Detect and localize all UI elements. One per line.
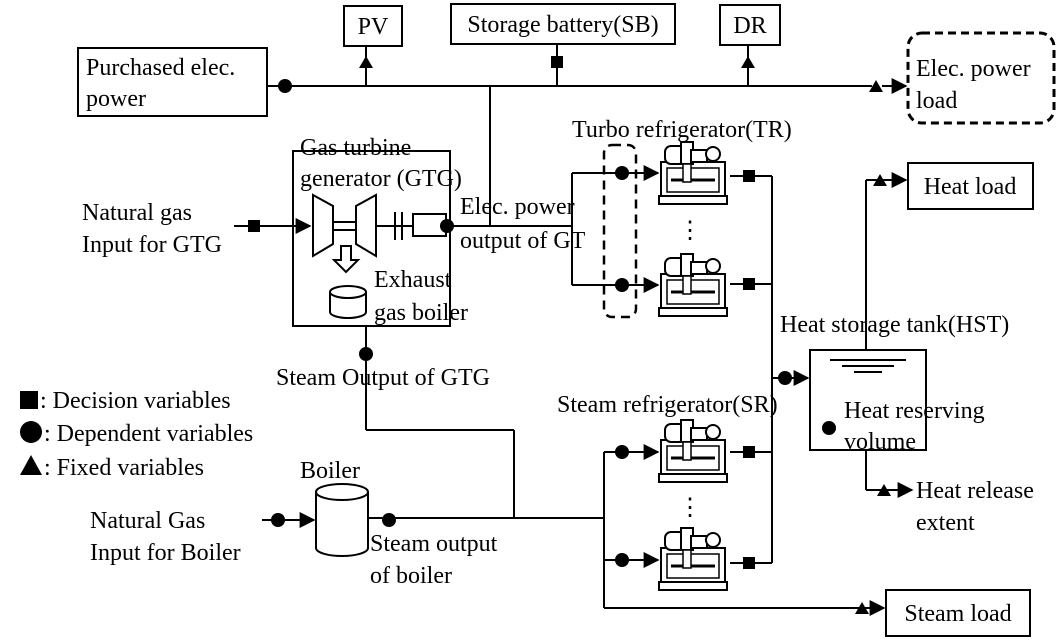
steam-gtg-dependent-marker bbox=[359, 347, 373, 361]
elec-output-label-line1: Elec. power bbox=[460, 194, 575, 220]
boiler-label: Boiler bbox=[300, 458, 360, 484]
ng-boiler-label-line1: Natural Gas bbox=[90, 508, 205, 534]
ng-gtg-label-line1: Natural gas bbox=[82, 200, 192, 226]
steam-load-fixed-marker bbox=[855, 602, 869, 614]
tr2-decision-marker bbox=[743, 278, 755, 290]
ng-gtg-decision-marker bbox=[248, 220, 260, 232]
gtg-label-line2: generator (GTG) bbox=[300, 166, 462, 192]
heat-load-label: Heat load bbox=[924, 174, 1017, 200]
load-fixed-marker bbox=[869, 80, 883, 92]
purchased-label-line1: Purchased elec. bbox=[86, 55, 235, 81]
pv-label: PV bbox=[358, 14, 389, 40]
sr1-decision-marker bbox=[743, 446, 755, 458]
heat-load-box: Heat load bbox=[907, 162, 1034, 210]
boiler: Boiler bbox=[300, 458, 369, 557]
ng-gtg-label-line2: Input for GTG bbox=[82, 232, 222, 258]
steam-refrigerator-2 bbox=[657, 526, 729, 592]
heat-reserving-dependent-marker bbox=[822, 421, 836, 435]
sb-decision-marker bbox=[551, 56, 563, 68]
ng-boiler-dependent-marker bbox=[271, 513, 285, 527]
gt-output-dependent-marker bbox=[440, 219, 454, 233]
tr1-dependent-marker bbox=[615, 166, 629, 180]
legend-square-marker bbox=[20, 391, 38, 409]
hst-label: Heat storage tank(HST) bbox=[780, 312, 1009, 338]
ng-boiler-label-line2: Input for Boiler bbox=[90, 540, 241, 566]
heat-release-line2: extent bbox=[916, 510, 975, 536]
heat-release-line1: Heat release bbox=[916, 478, 1034, 504]
elec-power-load-box: Elec. power load bbox=[906, 31, 1056, 125]
turbo-refrigerator-2 bbox=[657, 252, 729, 318]
legend-circle-marker bbox=[20, 421, 42, 443]
heat-storage-tank: Heat storage tank(HST) Heat reserving vo… bbox=[780, 312, 1009, 455]
exhaust-label-line1: Exhaust bbox=[374, 267, 452, 293]
dr-fixed-marker bbox=[741, 56, 755, 68]
purchased-label-line2: power bbox=[86, 86, 146, 112]
sr1-dependent-marker bbox=[615, 445, 629, 459]
sr2-decision-marker bbox=[743, 557, 755, 569]
elec-load-label-line2: load bbox=[916, 88, 957, 114]
legend-decision: : Decision variables bbox=[40, 388, 231, 414]
steam-boiler-dependent-marker bbox=[382, 513, 396, 527]
heat-reserving-line2: volume bbox=[844, 429, 916, 455]
steam-boiler-line2: of boiler bbox=[370, 563, 452, 589]
steam-refrigerator-1 bbox=[657, 418, 729, 484]
elec-output-label-line2: output of GT bbox=[460, 228, 586, 254]
steam-gtg-label: Steam Output of GTG bbox=[276, 365, 490, 391]
gtg-box: Gas turbine generator (GTG) Exhaust gas … bbox=[292, 135, 468, 327]
tr-ellipsis: ⋮ bbox=[678, 218, 702, 244]
steam-boiler-line1: Steam output bbox=[370, 531, 498, 557]
dr-label: DR bbox=[733, 13, 766, 39]
steam-load-box: Steam load bbox=[885, 589, 1031, 637]
sr2-dependent-marker bbox=[615, 553, 629, 567]
steam-load-label: Steam load bbox=[904, 601, 1011, 627]
pv-box: PV bbox=[343, 5, 403, 47]
elec-load-label-line1: Elec. power bbox=[916, 56, 1031, 82]
purchased-dependent-marker bbox=[278, 79, 292, 93]
purchased-power-box: Purchased elec. power bbox=[77, 47, 268, 117]
legend: : Decision variables : Dependent variabl… bbox=[20, 388, 253, 481]
sr-ellipsis: ⋮ bbox=[678, 495, 702, 521]
storage-battery-box: Storage battery(SB) bbox=[450, 3, 676, 45]
gtg-label-line1: Gas turbine bbox=[300, 135, 411, 161]
exhaust-label-line2: gas boiler bbox=[374, 300, 468, 326]
heat-reserving-line1: Heat reserving bbox=[844, 398, 985, 424]
storage-battery-label: Storage battery(SB) bbox=[467, 12, 658, 38]
hst-input-dependent-marker bbox=[778, 371, 792, 385]
electric-bus bbox=[267, 44, 872, 226]
legend-triangle-marker bbox=[20, 455, 42, 475]
turbo-refrigerator-1 bbox=[657, 140, 729, 206]
heat-load-fixed-marker bbox=[873, 174, 887, 186]
pv-fixed-marker bbox=[359, 56, 373, 68]
tr-dashed-group bbox=[602, 143, 638, 319]
dr-box: DR bbox=[719, 4, 781, 46]
tr1-decision-marker bbox=[743, 170, 755, 182]
legend-dependent: : Dependent variables bbox=[44, 421, 253, 447]
tr2-dependent-marker bbox=[615, 278, 629, 292]
tr-label: Turbo refrigerator(TR) bbox=[572, 117, 792, 143]
heat-release-fixed-marker bbox=[877, 484, 891, 496]
legend-fixed: : Fixed variables bbox=[44, 455, 204, 481]
sr-label: Steam refrigerator(SR) bbox=[557, 392, 778, 418]
